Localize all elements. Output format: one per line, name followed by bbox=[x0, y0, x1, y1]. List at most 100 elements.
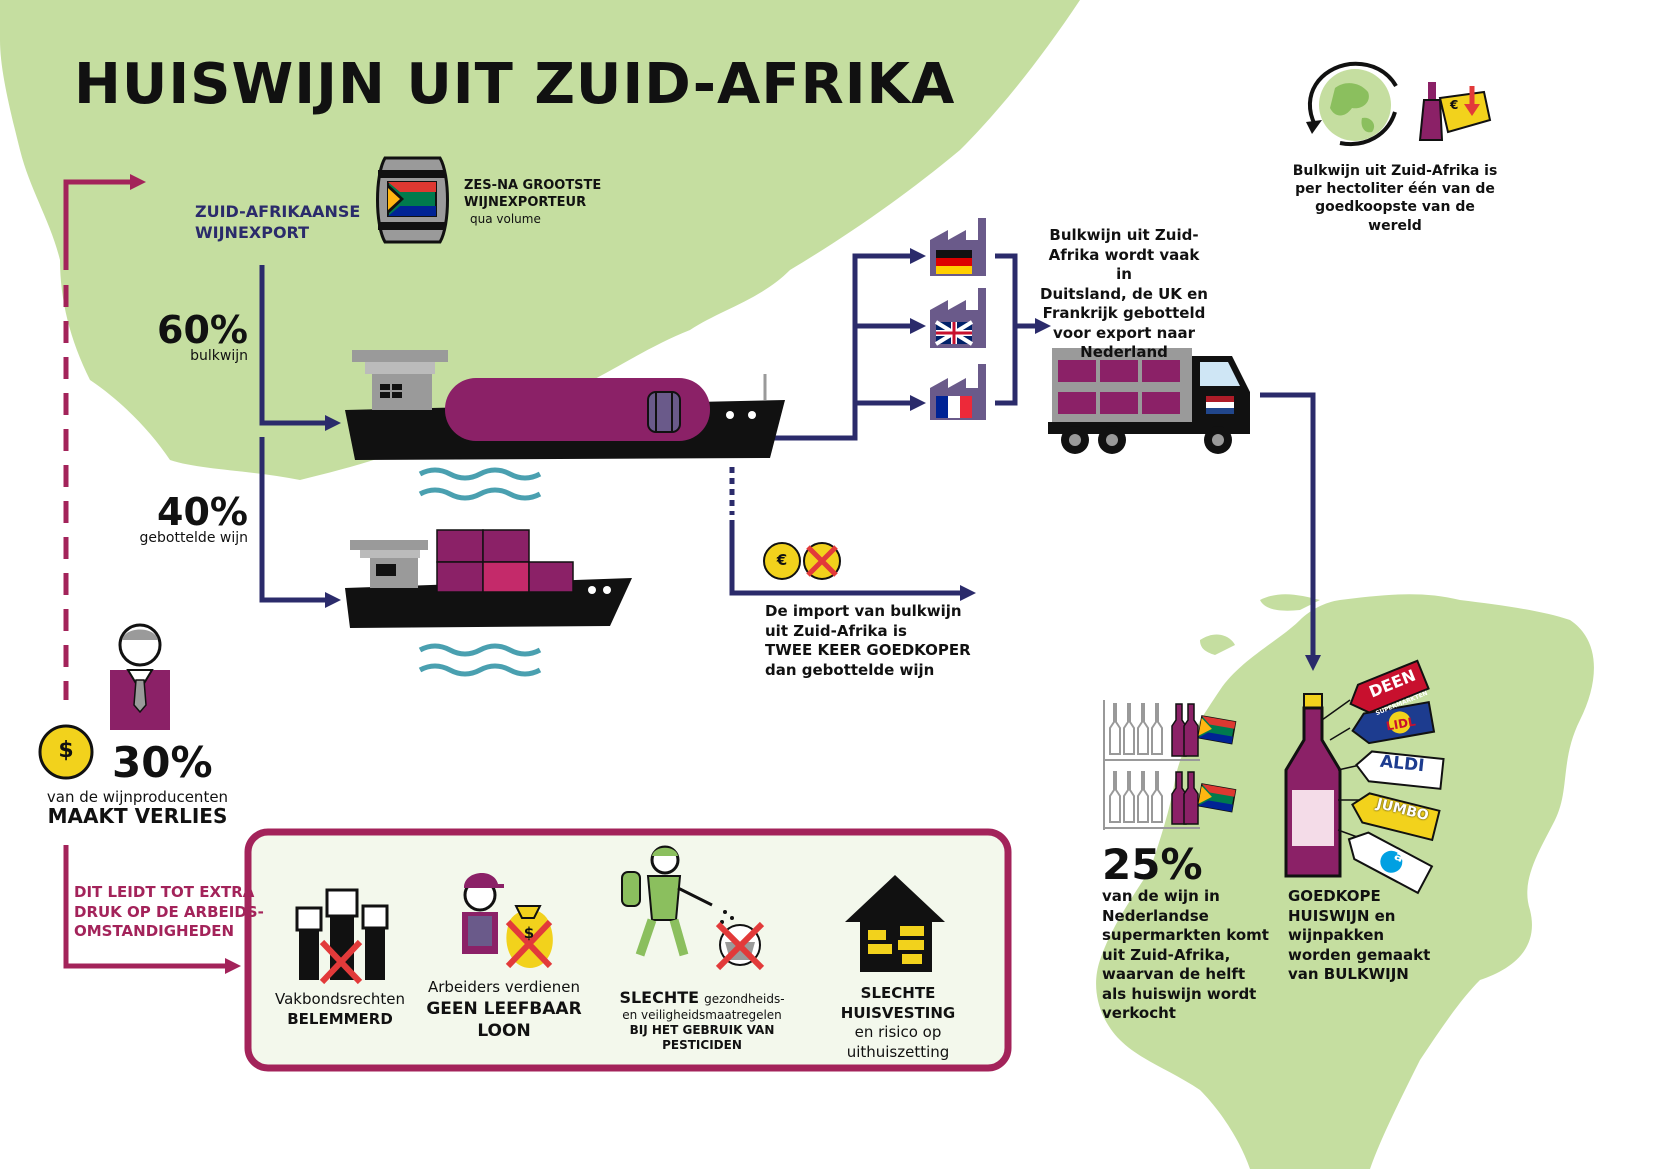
bulk-label: bulkwijn bbox=[190, 348, 248, 364]
supermarket-percent: 25% bbox=[1102, 840, 1203, 889]
bulk-share: 60% bulkwijn bbox=[140, 308, 248, 364]
housewine-text-line: HUISWIJN en bbox=[1288, 906, 1396, 925]
arrow-import bbox=[960, 585, 976, 601]
globe-icon bbox=[1306, 61, 1398, 147]
cheapest-text-line: Bulkwijn uit Zuid-Afrika is bbox=[1292, 163, 1498, 179]
safety-caption-line2: en veiligheidsmaatregelen bbox=[622, 1008, 782, 1022]
water-waves-container bbox=[418, 643, 542, 677]
import-text: De import van bulkwijn uit Zuid-Afrika i… bbox=[765, 602, 971, 680]
housewine-text: GOEDKOPE HUISWIJN en wijnpakken worden g… bbox=[1288, 887, 1430, 985]
arrow-to-supermarket bbox=[1305, 655, 1321, 671]
container-ship-icon bbox=[345, 529, 632, 628]
exporter-rank-line2: WIJNEXPORTEUR bbox=[464, 194, 587, 210]
bottling-text-line: Frankrijk gebotteld bbox=[1042, 304, 1206, 322]
supermarket-text-line: Nederlandse bbox=[1102, 906, 1209, 925]
arrow-to-truck bbox=[1035, 318, 1051, 334]
union-caption: Vakbondsrechten BELEMMERD bbox=[270, 990, 410, 1029]
bottling-text-line: voor export naar bbox=[1052, 323, 1195, 342]
house-icon bbox=[845, 875, 945, 972]
supermarket-text-line: supermarkten komt bbox=[1102, 926, 1269, 944]
safety-caption-line1: gezondheids- bbox=[704, 992, 785, 1006]
wine-producer-person-icon bbox=[110, 623, 170, 730]
bottled-share: 40% gebottelde wijn bbox=[120, 490, 249, 546]
truck-icon bbox=[1048, 348, 1250, 454]
supermarket-text-line: verkocht bbox=[1102, 1004, 1176, 1022]
euro-coin-icon bbox=[763, 542, 801, 580]
wages-caption-line1: Arbeiders verdienen bbox=[427, 978, 580, 996]
worker-money-bag-icon bbox=[462, 872, 553, 969]
exporter-rank: ZES-NA GROOTSTE WIJNEXPORTEUR qua volume bbox=[464, 178, 601, 227]
arrow-to-germany bbox=[910, 248, 926, 264]
bulk-tanker-ship-icon bbox=[345, 350, 785, 460]
export-label: ZUID-AFRIKAANSE WIJNEXPORT bbox=[195, 202, 360, 244]
pressure-text-line: OMSTANDIGHEDEN bbox=[74, 922, 235, 940]
wages-caption-line2: GEEN LEEFBAAR bbox=[426, 998, 582, 1019]
bottling-text-line: Afrika wordt vaak in bbox=[1048, 245, 1200, 284]
bottling-text-line: Nederland bbox=[1080, 343, 1168, 361]
supermarket-text-line: als huiswijn wordt bbox=[1102, 984, 1257, 1003]
big-wine-bottle-icon bbox=[1284, 693, 1342, 878]
pesticide-sprayer-icon bbox=[621, 845, 765, 971]
union-caption-line2: BELEMMERD bbox=[287, 1009, 393, 1028]
cheapest-text-line: goedkoopste van de wereld bbox=[1315, 199, 1475, 234]
factory-france-icon bbox=[930, 364, 986, 420]
supermarket-brand-tags bbox=[1321, 659, 1445, 895]
pressure-loop-line bbox=[63, 179, 225, 969]
money-bag-symbol: $ bbox=[523, 924, 535, 942]
housing-caption-line1: SLECHTE HUISVESTING bbox=[840, 984, 956, 1022]
housewine-text-line: GOEDKOPE bbox=[1288, 887, 1381, 905]
south-africa-land bbox=[0, 0, 1080, 480]
supermarket-text-line: van de wijn in bbox=[1102, 887, 1220, 905]
housewine-text-line: wijnpakken bbox=[1288, 926, 1385, 944]
supermarket-text-line: uit Zuid-Afrika, bbox=[1102, 945, 1231, 964]
bottled-percent: 40% bbox=[157, 490, 248, 534]
arrow-to-uk bbox=[910, 318, 926, 334]
netherlands-islands bbox=[1200, 594, 1320, 655]
cheapest-text: Bulkwijn uit Zuid-Afrika is per hectolit… bbox=[1290, 162, 1500, 235]
housing-caption-line2: en risico op bbox=[854, 1023, 942, 1041]
import-highlight: TWEE KEER GOEDKOPER bbox=[765, 641, 971, 659]
supermarket-text-line: waarvan de helft bbox=[1102, 965, 1246, 983]
housewine-text-line: worden gemaakt bbox=[1288, 945, 1431, 964]
crossed-coin-icon bbox=[803, 542, 841, 580]
safety-caption: SLECHTE gezondheids- en veiligheidsmaatr… bbox=[592, 988, 812, 1053]
bottling-text: Bulkwijn uit Zuid- Afrika wordt vaak in … bbox=[1040, 226, 1208, 363]
bottled-label: gebottelde wijn bbox=[139, 530, 249, 546]
producers-line1: van de wijnproducenten bbox=[46, 788, 229, 806]
pressure-text: DIT LEIDT TOT EXTRA DRUK OP DE ARBEIDS- … bbox=[74, 883, 264, 942]
water-waves-bulk bbox=[418, 467, 542, 501]
conditions-panel bbox=[244, 828, 1012, 1072]
raised-fists-icon bbox=[295, 888, 389, 985]
euro-coin-symbol: € bbox=[776, 551, 788, 569]
export-label-line2: WIJNEXPORT bbox=[195, 222, 310, 242]
wine-bottles-sa-tag-icon bbox=[1171, 703, 1237, 825]
import-text-line: uit Zuid-Afrika is bbox=[765, 621, 907, 640]
bulk-percent: 60% bbox=[157, 308, 248, 352]
bottle-price-tag-icon bbox=[1418, 82, 1492, 141]
housing-caption: SLECHTE HUISVESTING en risico op uithuis… bbox=[808, 984, 988, 1062]
supermarket-text: van de wijn in Nederlandse supermarkten … bbox=[1102, 887, 1269, 1024]
pressure-text-line: DRUK OP DE ARBEIDS- bbox=[74, 902, 264, 921]
import-text-line: De import van bulkwijn bbox=[765, 602, 962, 620]
housing-caption-line3: uithuiszetting bbox=[846, 1042, 950, 1061]
barrel-sa-flag-icon bbox=[376, 156, 449, 244]
wages-caption: Arbeiders verdienen GEEN LEEFBAAR LOON bbox=[424, 978, 584, 1042]
bottling-text-line: Duitsland, de UK en bbox=[1040, 284, 1208, 303]
arrow-to-bulk-ship bbox=[325, 415, 341, 431]
dollar-coin-icon bbox=[38, 724, 94, 780]
dollar-coin-symbol: $ bbox=[58, 738, 74, 763]
bottling-text-line: Bulkwijn uit Zuid- bbox=[1049, 226, 1199, 244]
price-tag-euro: € bbox=[1450, 98, 1459, 112]
import-text-end: dan gebottelde wijn bbox=[765, 660, 935, 679]
factory-germany-icon bbox=[930, 218, 986, 276]
export-label-line1: ZUID-AFRIKAANSE bbox=[195, 202, 361, 221]
export-flow-lines bbox=[259, 253, 1316, 655]
producers-line2: MAAKT VERLIES bbox=[47, 804, 228, 828]
housewine-text-line: van BULKWIJN bbox=[1288, 965, 1409, 983]
safety-caption-line3: BIJ HET GEBRUIK VAN PESTICIDEN bbox=[629, 1023, 775, 1052]
factory-uk-icon bbox=[930, 288, 986, 348]
safety-caption-lead: SLECHTE bbox=[619, 988, 700, 1007]
pressure-arrow-top bbox=[130, 174, 146, 190]
